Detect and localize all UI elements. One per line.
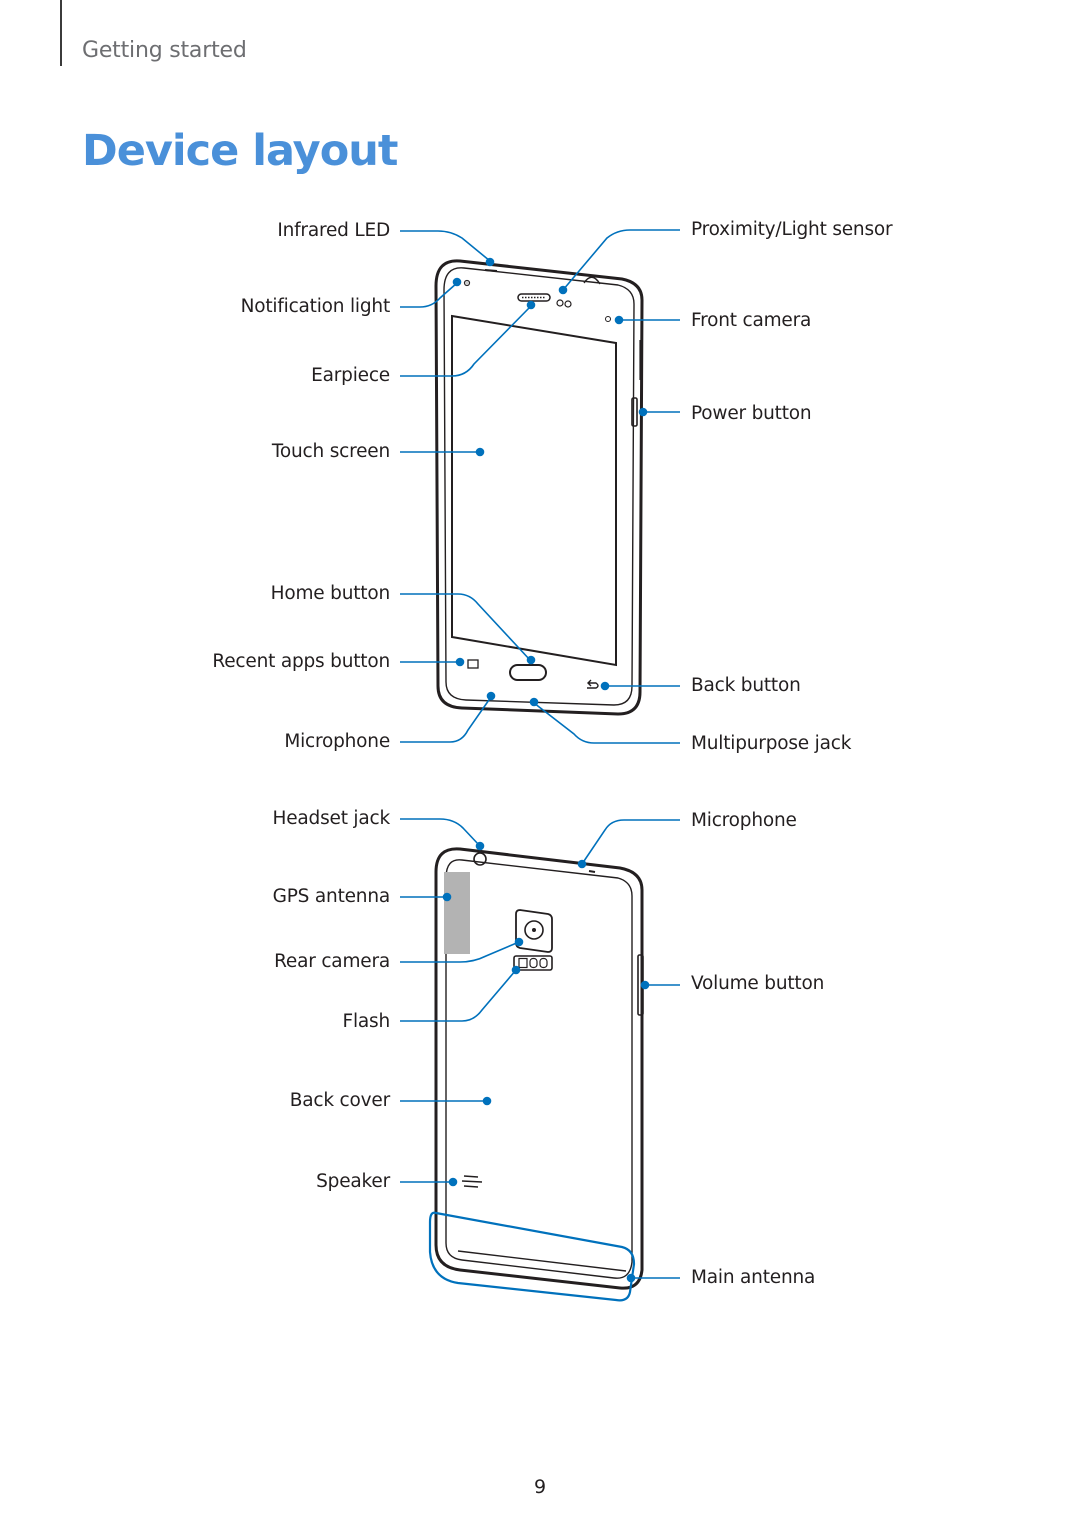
leader-headset-jack	[400, 818, 480, 846]
dot-earpiece	[526, 300, 536, 310]
dot-main-antenna	[626, 1273, 636, 1283]
label-power-button: Power button	[691, 403, 812, 424]
touch-screen	[451, 314, 617, 667]
label-flash: Flash	[342, 1011, 391, 1032]
dot-headset-jack	[475, 841, 485, 851]
dot-proximity-sensor	[558, 285, 568, 295]
label-recent-apps-button: Recent apps button	[212, 651, 390, 672]
leader-multipurpose-jack	[533, 702, 680, 744]
back-mic-hole	[588, 870, 596, 873]
callout-dots	[442, 257, 650, 1283]
page-title: Device layout	[82, 126, 398, 176]
label-volume-button: Volume button	[691, 973, 825, 994]
front-camera-lens	[605, 316, 611, 322]
callouts-back	[400, 818, 680, 1279]
leader-back-microphone	[581, 819, 680, 865]
label-gps-antenna: GPS antenna	[272, 886, 391, 907]
top-jack-shape	[583, 276, 601, 285]
dot-volume-button	[640, 980, 650, 990]
dot-back-cover	[482, 1096, 492, 1106]
front-body-outline	[434, 259, 644, 716]
dot-speaker	[448, 1177, 458, 1187]
label-proximity-light-sensor: Proximity/Light sensor	[691, 219, 893, 240]
label-earpiece: Earpiece	[311, 365, 390, 386]
back-cover-inner	[445, 859, 633, 1279]
leader-home-button	[400, 593, 531, 661]
headset-jack-ring	[473, 852, 487, 866]
dot-front-microphone	[486, 691, 496, 701]
dot-notification-light	[452, 277, 462, 287]
dot-power-button	[638, 407, 648, 417]
leader-rear-camera	[400, 941, 520, 963]
rear-camera-lens	[524, 920, 544, 940]
label-headset-jack: Headset jack	[272, 808, 391, 829]
dot-gps-antenna	[442, 892, 452, 902]
label-back-button: Back button	[691, 675, 801, 696]
leader-earpiece	[400, 305, 532, 377]
label-rear-camera: Rear camera	[274, 951, 390, 972]
leader-proximity-sensor	[562, 229, 680, 291]
dot-back-button	[600, 681, 610, 691]
ir-led-slot	[484, 269, 498, 272]
label-touch-screen: Touch screen	[271, 441, 390, 462]
dot-home-button	[526, 655, 536, 665]
dot-rear-camera	[514, 937, 524, 947]
label-front-camera: Front camera	[691, 310, 812, 331]
callouts-front	[400, 229, 680, 744]
section-rule	[60, 0, 62, 66]
earpiece-grille	[517, 293, 551, 302]
label-back-cover: Back cover	[289, 1090, 390, 1111]
leader-infrared-led	[400, 230, 491, 262]
dot-front-camera	[614, 315, 624, 325]
rear-camera-center	[532, 928, 536, 932]
main-antenna-region	[428, 1211, 636, 1302]
sensor-dot-1	[556, 299, 564, 307]
back-body-outline	[434, 847, 644, 1290]
label-infrared-led: Infrared LED	[277, 220, 390, 241]
front-view	[434, 259, 644, 716]
label-notification-light: Notification light	[240, 296, 391, 317]
sensor-dot-2	[564, 300, 572, 308]
label-front-microphone: Microphone	[284, 731, 390, 752]
dot-touch-screen	[475, 447, 485, 457]
label-speaker: Speaker	[316, 1171, 390, 1192]
back-view	[434, 847, 644, 1290]
label-back-microphone: Microphone	[691, 810, 797, 831]
page-number: 9	[533, 1476, 547, 1498]
flash-led-3	[539, 957, 548, 969]
dot-recent-apps	[455, 657, 465, 667]
dot-multipurpose-jack	[529, 697, 539, 707]
label-multipurpose-jack: Multipurpose jack	[691, 733, 852, 754]
dot-infrared-led	[485, 257, 495, 267]
leader-flash	[400, 969, 517, 1022]
dot-back-microphone	[577, 859, 587, 869]
leader-notification-light	[400, 282, 458, 308]
label-home-button: Home button	[270, 583, 391, 604]
rear-camera-housing	[515, 909, 553, 953]
flash-led-2	[529, 957, 538, 969]
section-label: Getting started	[82, 38, 247, 63]
recent-apps-icon	[467, 659, 479, 669]
flash-sensor-housing	[513, 955, 553, 971]
home-button-shape	[509, 664, 547, 681]
label-main-antenna: Main antenna	[691, 1267, 816, 1288]
bottom-line	[457, 1250, 627, 1272]
leader-front-microphone	[400, 696, 492, 743]
back-arrow-icon	[587, 679, 599, 689]
dot-flash	[511, 965, 521, 975]
power-button-key	[631, 397, 638, 427]
notification-light-dot	[463, 279, 471, 287]
gps-antenna-area	[444, 872, 470, 954]
front-bezel-inner	[443, 267, 635, 706]
flash-led-1	[518, 957, 528, 969]
speaker-grille	[461, 1175, 483, 1188]
